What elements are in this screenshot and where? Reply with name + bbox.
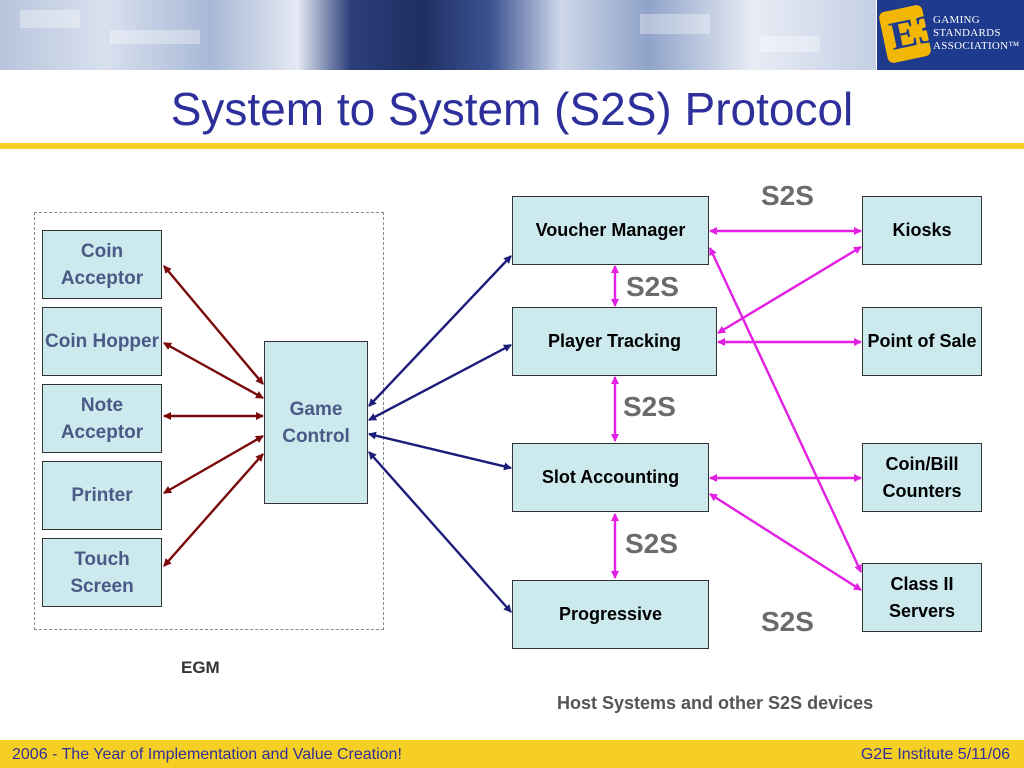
device-touch-screen: Touch Screen — [42, 538, 162, 607]
arrow-touch-screen-game-control — [163, 453, 264, 567]
host-progressive: Progressive — [512, 580, 709, 649]
gsa-logo: E3 GAMING STANDARDS ASSOCIATION™ — [877, 0, 1024, 70]
page-title: System to System (S2S) Protocol — [170, 83, 854, 135]
host-kiosks: Kiosks — [862, 196, 982, 265]
host-slot-accounting: Slot Accounting — [512, 443, 709, 512]
banner-decor — [640, 14, 710, 34]
footer-bar: 2006 - The Year of Implementation and Va… — [0, 740, 1024, 768]
banner-decor — [110, 30, 200, 44]
arrow-game-control-progressive — [368, 451, 512, 613]
host-voucher-manager: Voucher Manager — [512, 196, 709, 265]
banner-photo-strip — [0, 0, 876, 70]
s2s-label: S2S — [761, 606, 814, 637]
arrow-coin-acceptor-game-control — [163, 265, 264, 385]
host-point-of-sale: Point of Sale — [862, 307, 982, 376]
arrow-slot-class-ii — [709, 492, 862, 592]
game-control: Game Control — [264, 341, 368, 504]
s2s-label: S2S — [626, 271, 679, 302]
arrow-game-control-slot-accounting — [368, 431, 512, 471]
host-systems-caption: Host Systems and other S2S devices — [557, 693, 874, 713]
s2s-label: S2S — [761, 180, 814, 211]
arrow-coin-hopper-game-control — [163, 341, 264, 400]
logo-text: GAMING STANDARDS ASSOCIATION™ — [933, 14, 1020, 52]
device-coin-acceptor: Coin Acceptor — [42, 230, 162, 299]
footer-slogan: 2006 - The Year of Implementation and Va… — [12, 746, 402, 763]
banner-decor — [20, 10, 80, 28]
host-class-ii-servers: Class II Servers — [862, 563, 982, 632]
egm-label: EGM — [181, 658, 220, 677]
title-divider — [0, 143, 1024, 149]
footer-event-date: G2E Institute 5/11/06 — [860, 746, 1010, 763]
arrow-player-tracking-kiosks — [717, 245, 862, 335]
device-printer: Printer — [42, 461, 162, 530]
host-player-tracking: Player Tracking — [512, 307, 717, 376]
arrow-printer-game-control — [163, 434, 264, 495]
header-banner: E3 GAMING STANDARDS ASSOCIATION™ — [0, 0, 1024, 70]
host-coin-bill-counters: Coin/Bill Counters — [862, 443, 982, 512]
device-note-acceptor: Note Acceptor — [42, 384, 162, 453]
banner-decor — [760, 36, 820, 52]
arrow-game-control-player-tracking — [368, 343, 512, 422]
egm-boundary — [34, 212, 384, 630]
s2s-label: S2S — [623, 391, 676, 422]
arrow-voucher-class-ii — [708, 247, 863, 573]
device-coin-hopper: Coin Hopper — [42, 307, 162, 376]
s2s-label: S2S — [625, 528, 678, 559]
